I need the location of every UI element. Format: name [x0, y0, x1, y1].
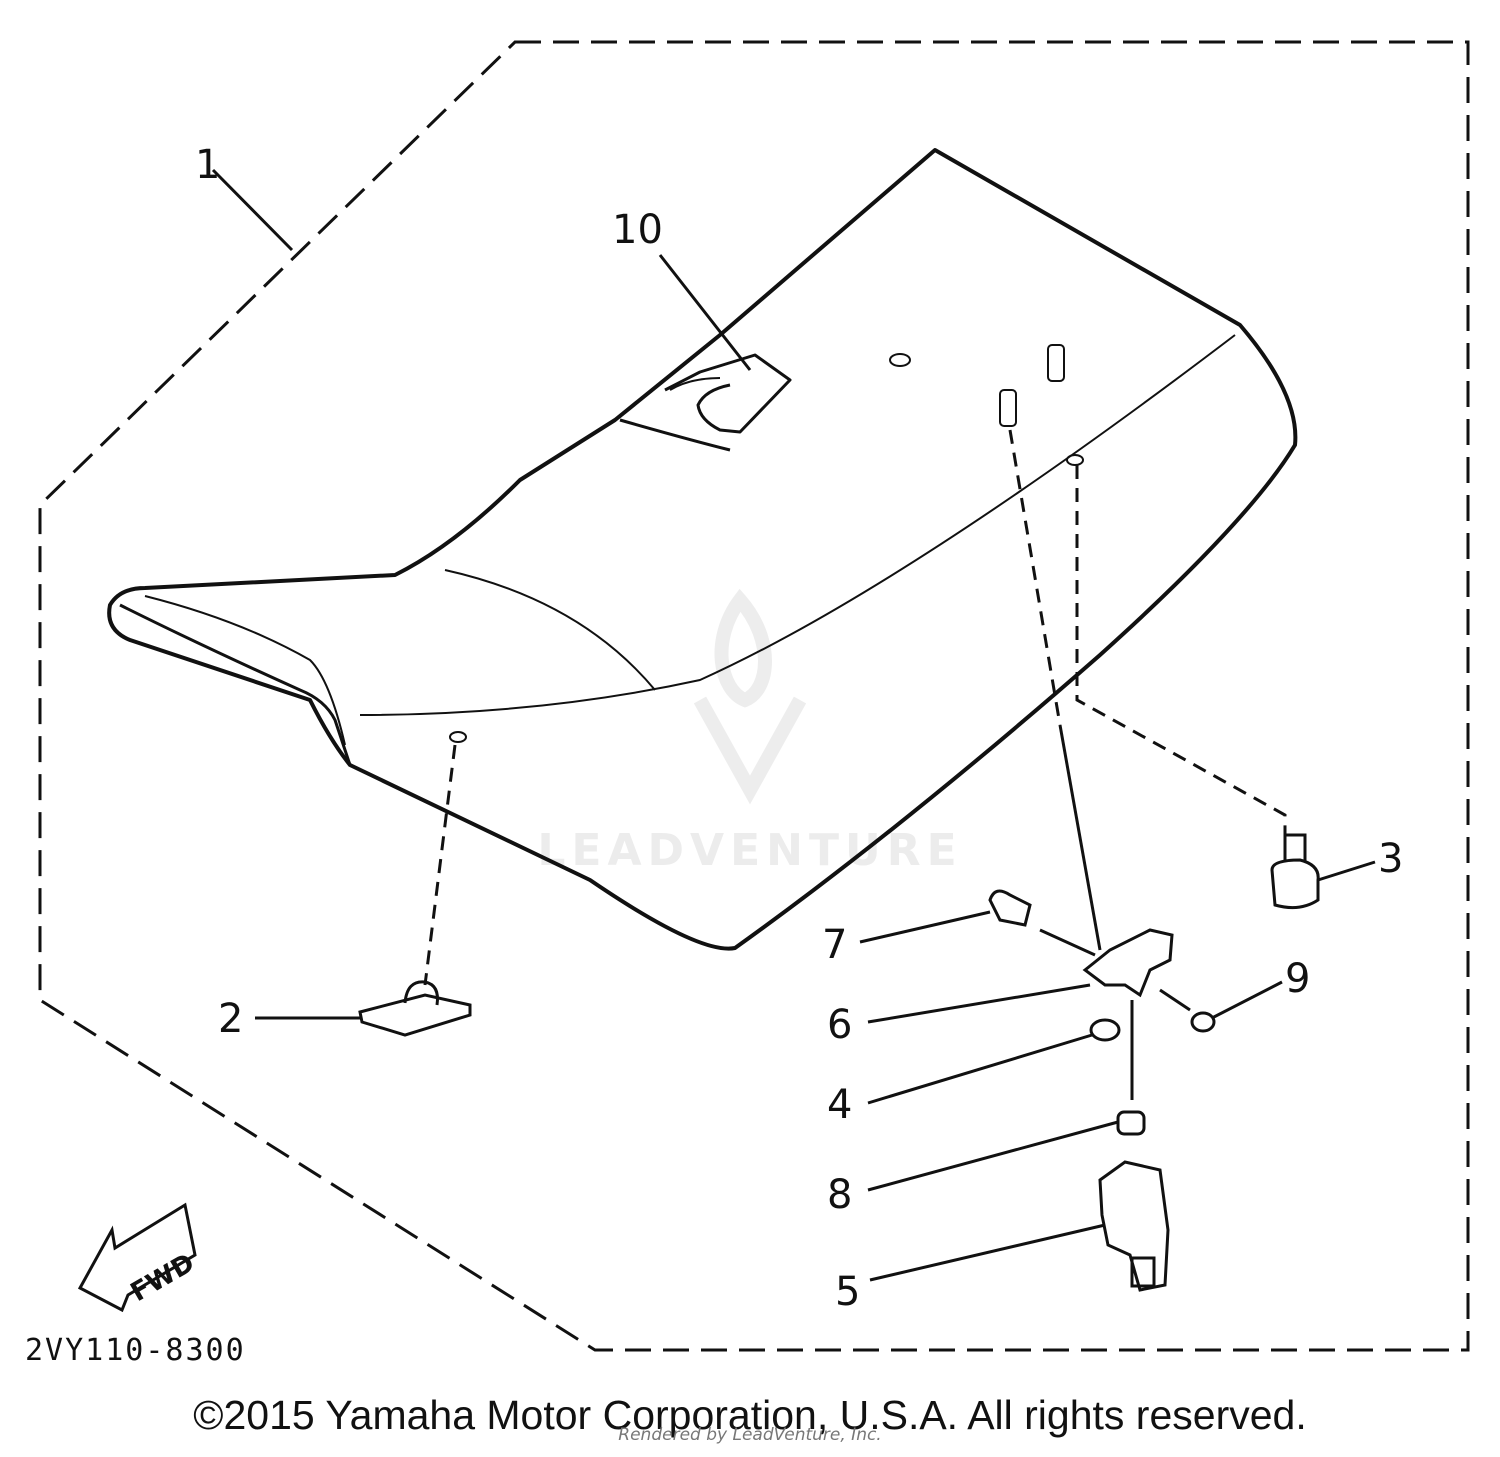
callout-6: 6 — [827, 1002, 852, 1048]
small-parts — [358, 724, 1320, 1292]
seat-assembly — [107, 148, 1298, 951]
callout-8: 8 — [827, 1172, 852, 1218]
connection-lines — [423, 429, 1287, 986]
forward-arrow-icon: FWD — [77, 1202, 200, 1313]
rendered-by-note: Rendered by LeadVenture, Inc. — [618, 1425, 882, 1445]
part-code: 2VY110-8300 — [25, 1333, 246, 1368]
callouts: 1 2 3 4 5 6 7 8 9 10 — [195, 142, 1403, 1315]
callout-10: 10 — [612, 207, 663, 253]
part-6-bracket — [1082, 928, 1174, 998]
copyright-notice: ©2015 Yamaha Motor Corporation, U.S.A. A… — [193, 1392, 1307, 1438]
callout-3: 3 — [1378, 836, 1403, 882]
watermark-logo — [693, 588, 807, 805]
callout-9: 9 — [1285, 956, 1310, 1002]
part-3-damper — [1270, 858, 1320, 910]
leader-lines — [211, 168, 1376, 1282]
callout-4: 4 — [827, 1082, 852, 1128]
exploded-parts-diagram: FWD 1 2 3 4 5 6 7 8 9 10 2VY110-8300 — [25, 40, 1470, 1368]
part-5-latch — [1098, 1160, 1170, 1292]
assembly-boundary — [38, 40, 1470, 1352]
callout-7: 7 — [822, 922, 847, 968]
callout-2: 2 — [218, 996, 243, 1042]
part-2-clip — [358, 993, 472, 1037]
callout-1: 1 — [195, 142, 220, 188]
callout-5: 5 — [835, 1269, 860, 1315]
part-7-bolt — [988, 889, 1032, 927]
